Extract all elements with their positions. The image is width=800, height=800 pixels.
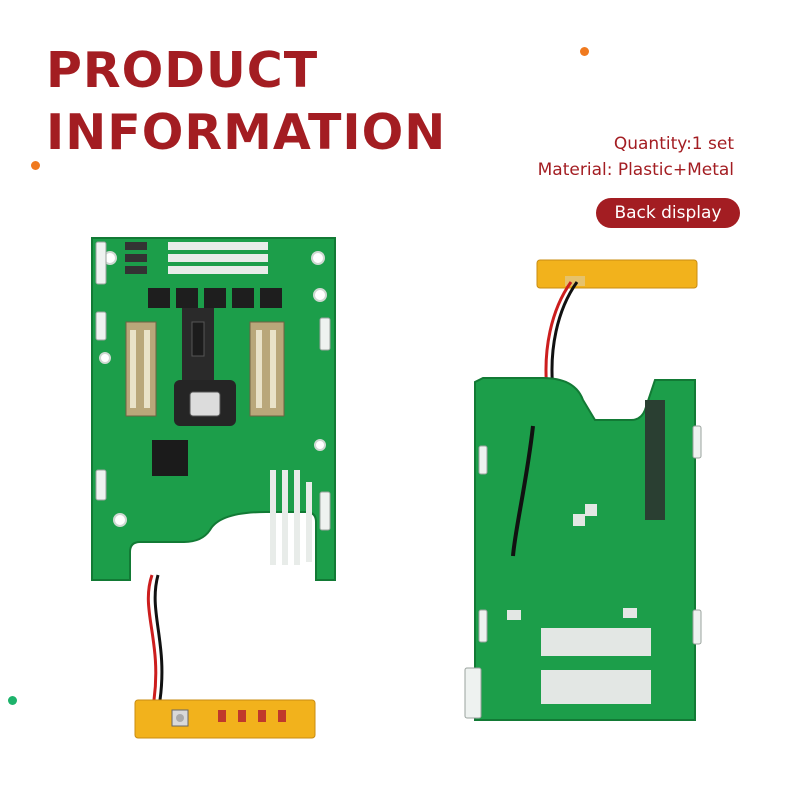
decor-dot-orange-left bbox=[31, 161, 40, 170]
back-pcb-image bbox=[464, 259, 702, 721]
back-display-badge: Back display bbox=[596, 198, 740, 228]
back-black-wire bbox=[550, 281, 579, 391]
back-led-board bbox=[536, 259, 698, 289]
page-title: PRODUCT INFORMATION bbox=[46, 40, 446, 164]
decor-dot-orange-top bbox=[580, 47, 589, 56]
title-line-product: PRODUCT bbox=[46, 42, 319, 99]
title-line-information: INFORMATION bbox=[46, 104, 447, 161]
front-pcb-image bbox=[91, 237, 336, 739]
front-black-wire bbox=[153, 574, 164, 701]
quantity-text: Quantity:1 set bbox=[613, 134, 734, 154]
front-red-wire bbox=[146, 574, 158, 701]
decor-dot-green-left bbox=[8, 696, 17, 705]
material-text: Material: Plastic+Metal bbox=[537, 160, 734, 180]
